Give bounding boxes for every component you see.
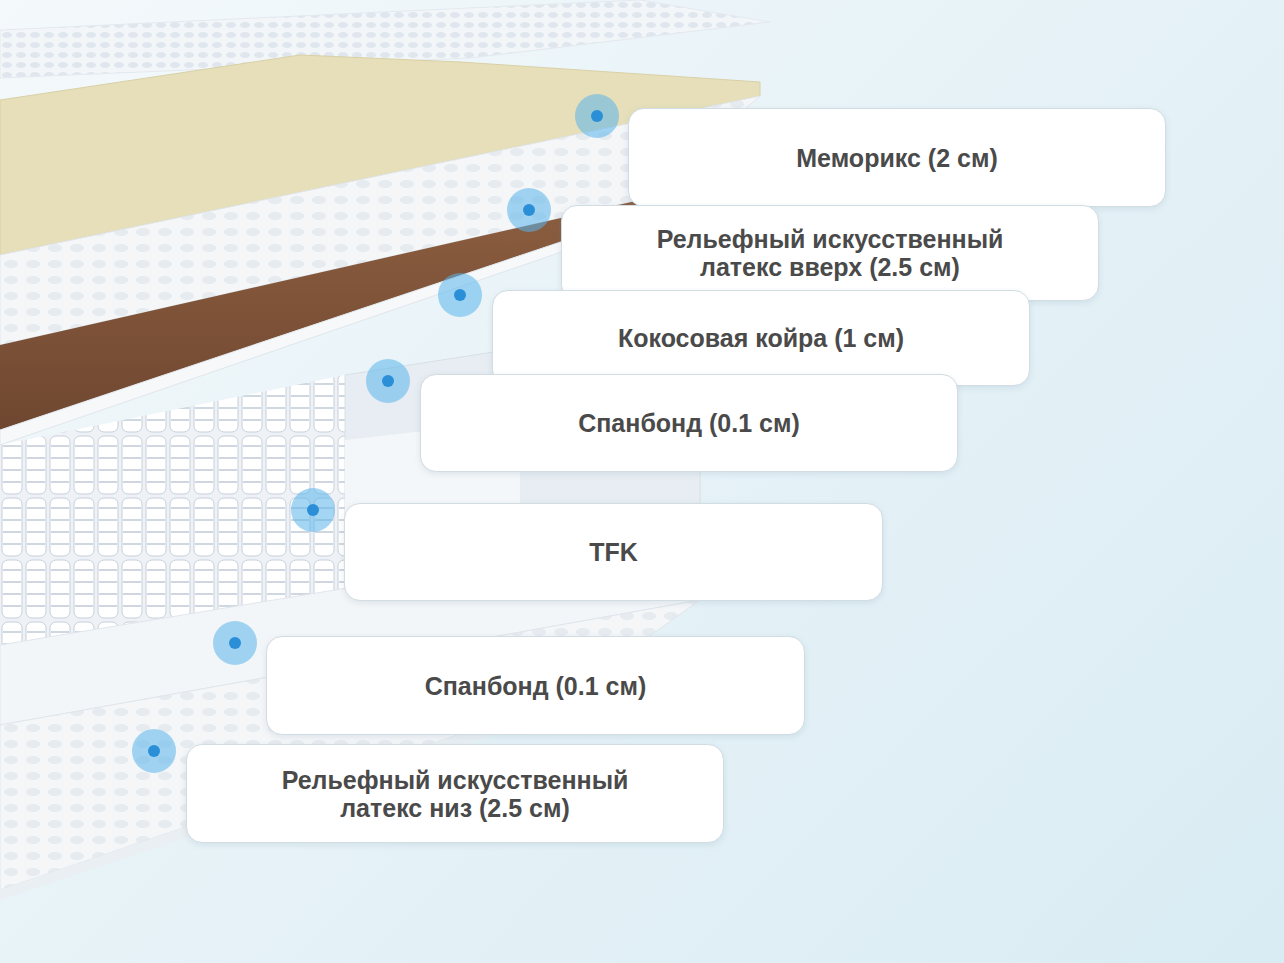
layer-label-box: Кокосовая койра (1 см) xyxy=(492,290,1030,386)
layer-name: Рельефный искусственный латекс вверх (2.… xyxy=(620,225,1040,281)
layer-name: Рельефный искусственный латекс низ (2.5 … xyxy=(245,766,665,822)
marker-dot xyxy=(132,729,176,773)
layer-label-box: Спанбонд (0.1 см) xyxy=(420,374,958,472)
marker-dot xyxy=(291,488,335,532)
layer-name: Спанбонд (0.1 см) xyxy=(578,409,800,437)
marker-dot xyxy=(213,621,257,665)
marker-dot xyxy=(507,188,551,232)
layer-label-box: Меморикс (2 см) xyxy=(628,108,1166,207)
layer-label-box: Спанбонд (0.1 см) xyxy=(266,636,805,735)
layer-name: TFK xyxy=(589,538,638,566)
layer-label-box: Рельефный искусственный латекс вверх (2.… xyxy=(561,205,1099,301)
layer-label-box: TFK xyxy=(344,503,883,601)
marker-dot xyxy=(366,359,410,403)
layer-name: Кокосовая койра (1 см) xyxy=(618,324,904,352)
marker-dot xyxy=(575,94,619,138)
layer-label-box: Рельефный искусственный латекс низ (2.5 … xyxy=(186,744,724,843)
marker-dot xyxy=(438,273,482,317)
layer-name: Спанбонд (0.1 см) xyxy=(425,672,647,700)
layer-name: Меморикс (2 см) xyxy=(796,144,997,172)
